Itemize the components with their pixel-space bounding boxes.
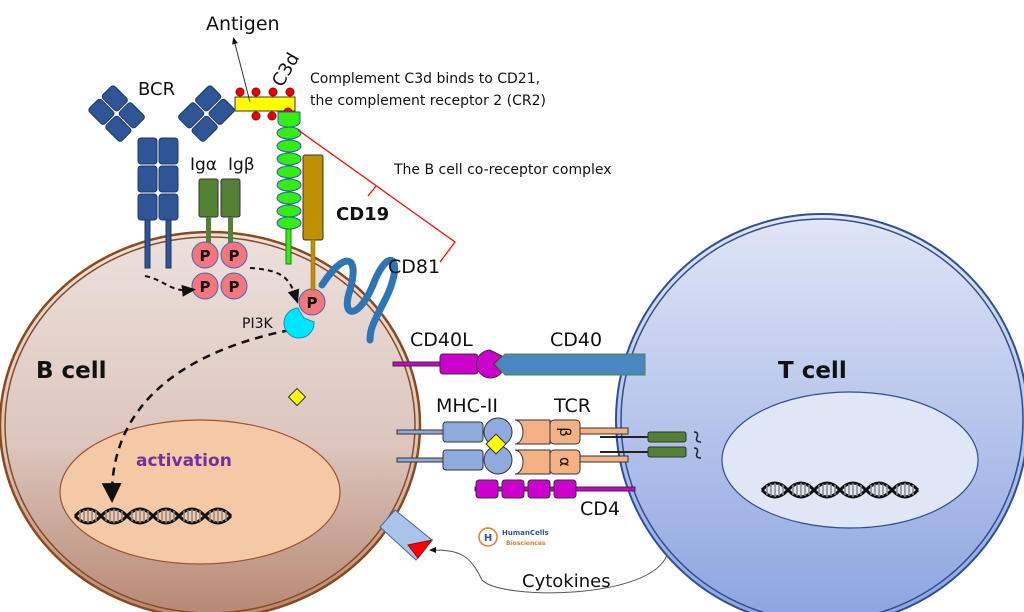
cd4-label: CD4 xyxy=(580,498,620,520)
cd81-receptor xyxy=(318,256,399,344)
cd19-label: CD19 xyxy=(336,204,389,225)
humancells-logo: H HumanCells Biosciences xyxy=(478,527,549,547)
tcr-alpha-label: α xyxy=(556,457,574,467)
coreceptor-label: The B cell co-receptor complex xyxy=(393,162,612,178)
svg-text:P: P xyxy=(307,294,318,312)
cd40-label: CD40 xyxy=(550,329,602,351)
antigen-pointer xyxy=(232,37,251,103)
svg-text:H: H xyxy=(484,533,492,544)
ig-alpha-label: Igα xyxy=(190,155,217,175)
c3d-label: C3d xyxy=(268,49,304,90)
signal-arrow xyxy=(249,267,300,304)
complement-note-line1: Complement C3d binds to CD21, xyxy=(310,71,540,87)
b-cell-nucleus xyxy=(59,419,341,565)
antigen-label: Antigen xyxy=(206,13,280,35)
cytokine-receptor xyxy=(379,509,434,561)
b-cell-label: B cell xyxy=(36,358,107,384)
cd4-coreceptor xyxy=(474,479,636,499)
complement-note-line2: the complement receptor 2 (CR2) xyxy=(310,93,546,109)
coreceptor-bracket xyxy=(297,129,456,263)
bcr-receptor xyxy=(88,85,235,269)
svg-text:P: P xyxy=(200,278,211,296)
pi3k-icon xyxy=(283,307,315,339)
bcr-label: BCR xyxy=(138,79,175,100)
ig-beta-label: Igβ xyxy=(228,155,255,175)
cd40l-label: CD40L xyxy=(410,329,473,351)
cd40-receptor xyxy=(494,353,646,376)
svg-text:Biosciences: Biosciences xyxy=(506,540,546,547)
tcr-beta-label: β xyxy=(556,427,574,437)
c3d-dots xyxy=(235,87,295,121)
svg-text:P: P xyxy=(229,247,240,265)
cd81-label: CD81 xyxy=(388,256,440,278)
cytokines-arrow xyxy=(429,547,668,594)
svg-text:P: P xyxy=(200,247,211,265)
ig-alpha-beta xyxy=(198,178,241,245)
t-cell-label: T cell xyxy=(778,358,847,384)
cd19-receptor xyxy=(302,154,324,291)
signal-arrow xyxy=(144,275,196,297)
b-cell: B cell activation xyxy=(0,230,422,612)
tcr-receptor xyxy=(514,419,629,475)
mhc2-label: MHC-II xyxy=(436,395,498,417)
pi3k-label: PI3K xyxy=(242,316,273,332)
tcr-label: TCR xyxy=(553,395,591,417)
cytokines-label: Cytokines xyxy=(522,571,611,592)
svg-text:HumanCells: HumanCells xyxy=(502,529,549,537)
cd21-receptor xyxy=(276,111,302,265)
cd3-chains xyxy=(600,431,702,459)
svg-text:P: P xyxy=(229,278,240,296)
t-cell-nucleus xyxy=(721,391,979,529)
activation-label: activation xyxy=(136,451,232,471)
antigen-fragment-icon xyxy=(287,387,307,407)
t-cell: T cell xyxy=(615,213,1024,612)
peptide-antigen-icon xyxy=(485,433,507,455)
